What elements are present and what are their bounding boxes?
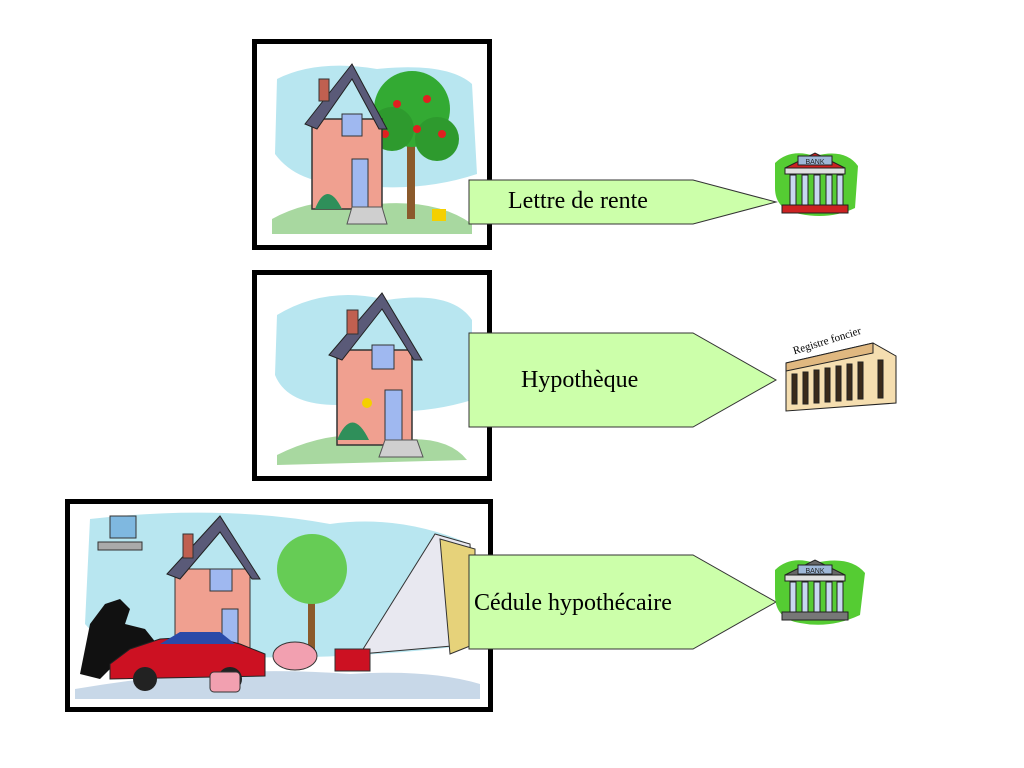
arrow-cedule-hypothecaire: Cédule hypothécaire: [468, 553, 780, 651]
house-icon: [328, 292, 424, 458]
house-picture-frame-2: [252, 270, 492, 481]
house-illustration: [275, 292, 472, 465]
piggy-bank-icon: [272, 641, 318, 671]
bank-icon: BANK: [770, 148, 860, 220]
bank-sign-text: BANK: [805, 159, 824, 166]
collage-picture-frame: [65, 499, 493, 712]
arrow-label: Hypothèque: [521, 367, 639, 393]
house-picture-frame-1: [252, 39, 492, 250]
house-with-tree-illustration: [272, 63, 477, 234]
computer-icon: [97, 515, 143, 551]
apple-tree-icon: [370, 71, 459, 221]
pram-icon: [209, 671, 241, 693]
bank-sign-text: BANK: [805, 568, 824, 575]
assets-collage-illustration: [75, 512, 480, 699]
tree-icon: [277, 534, 347, 654]
arrow-hypotheque: Hypothèque: [468, 331, 780, 429]
arrow-label: Cédule hypothécaire: [474, 590, 672, 616]
house-icon: [304, 63, 388, 225]
bank-icon: BANK: [770, 555, 870, 630]
collapsed-building-icon: [359, 533, 476, 655]
arrow-label: Lettre de rente: [508, 188, 648, 214]
land-registry-building-icon: Registre foncier: [778, 308, 900, 418]
arrow-lettre-de-rente: Lettre de rente: [468, 178, 780, 226]
